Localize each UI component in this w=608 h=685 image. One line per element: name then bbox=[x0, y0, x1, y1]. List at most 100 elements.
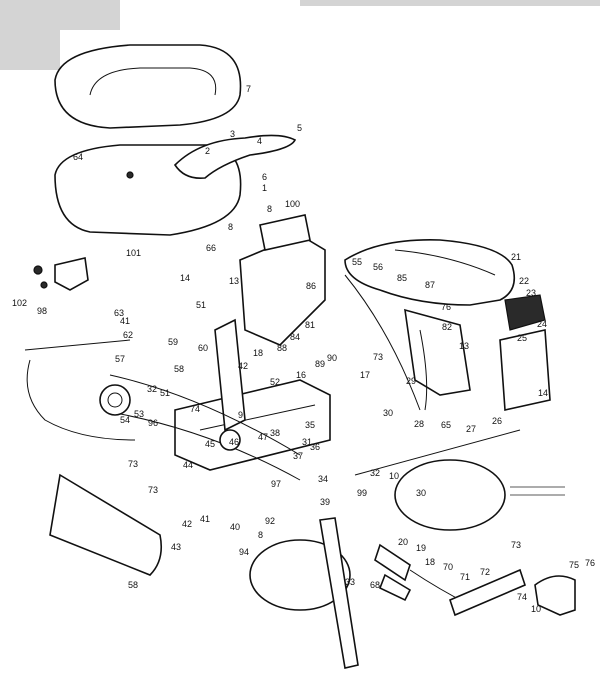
seat-spring bbox=[173, 134, 297, 180]
callout-label: 43 bbox=[171, 542, 181, 552]
callout-label: 73 bbox=[511, 540, 521, 550]
callout-label: 100 bbox=[285, 199, 300, 209]
callout-label: 18 bbox=[253, 348, 263, 358]
callout-label: 14 bbox=[180, 273, 190, 283]
callout-label: 76 bbox=[585, 558, 595, 568]
callout-label: 70 bbox=[443, 562, 453, 572]
callout-label: 38 bbox=[270, 428, 280, 438]
callout-label: 44 bbox=[183, 460, 193, 470]
callout-label: 88 bbox=[277, 343, 287, 353]
seat-bracket bbox=[33, 257, 89, 291]
callout-label: 35 bbox=[305, 420, 315, 430]
drive-belt bbox=[99, 374, 301, 481]
callout-label: 42 bbox=[238, 361, 248, 371]
callout-label: 68 bbox=[370, 580, 380, 590]
frame bbox=[174, 274, 428, 471]
callout-label: 31 bbox=[302, 437, 312, 447]
callout-label: 41 bbox=[200, 514, 210, 524]
callout-label: 84 bbox=[290, 332, 300, 342]
callout-label: 51 bbox=[160, 388, 170, 398]
callout-label: 45 bbox=[205, 439, 215, 449]
callout-label: 23 bbox=[526, 288, 536, 298]
callout-label: 42 bbox=[182, 519, 192, 529]
callout-label: 1 bbox=[262, 183, 267, 193]
reference-lines bbox=[510, 486, 565, 496]
callout-label: 21 bbox=[511, 252, 521, 262]
callout-label: 47 bbox=[258, 432, 268, 442]
callout-label: 52 bbox=[270, 377, 280, 387]
callout-label: 30 bbox=[383, 408, 393, 418]
callout-label: 32 bbox=[370, 468, 380, 478]
callout-label: 101 bbox=[126, 248, 141, 258]
callout-label: 86 bbox=[306, 281, 316, 291]
seat-cushion bbox=[54, 44, 242, 129]
callout-label: 97 bbox=[271, 479, 281, 489]
callout-label: 9 bbox=[238, 410, 243, 420]
callout-label: 8 bbox=[258, 530, 263, 540]
callout-label: 8 bbox=[267, 204, 272, 214]
callout-label: 56 bbox=[373, 262, 383, 272]
callout-label: 73 bbox=[373, 352, 383, 362]
callout-label: 4 bbox=[257, 136, 262, 146]
callout-label: 37 bbox=[293, 451, 303, 461]
callout-label: 2 bbox=[205, 146, 210, 156]
callout-label: 13 bbox=[229, 276, 239, 286]
callout-label: 30 bbox=[416, 488, 426, 498]
callout-label: 7 bbox=[246, 84, 251, 94]
callout-label: 17 bbox=[360, 370, 370, 380]
callout-label: 71 bbox=[460, 572, 470, 582]
callout-label: 14 bbox=[538, 388, 548, 398]
callout-label: 72 bbox=[480, 567, 490, 577]
side-panel bbox=[404, 294, 551, 411]
deck-shield bbox=[49, 473, 163, 576]
callout-label: 92 bbox=[265, 516, 275, 526]
callout-label: 75 bbox=[569, 560, 579, 570]
callout-label: 24 bbox=[537, 319, 547, 329]
callout-label: 39 bbox=[320, 497, 330, 507]
callout-label: 8 bbox=[228, 222, 233, 232]
callout-label: 18 bbox=[425, 557, 435, 567]
callout-label: 57 bbox=[115, 354, 125, 364]
callout-label: 28 bbox=[414, 419, 424, 429]
callout-label: 19 bbox=[416, 543, 426, 553]
callout-label: 58 bbox=[128, 580, 138, 590]
callout-label: 29 bbox=[406, 376, 416, 386]
callout-label: 81 bbox=[305, 320, 315, 330]
callout-label: 36 bbox=[310, 442, 320, 452]
axle-rod bbox=[354, 429, 521, 476]
rear-wheel bbox=[394, 459, 506, 531]
callout-label: 96 bbox=[148, 418, 158, 428]
callout-label: 74 bbox=[517, 592, 527, 602]
callout-label: 41 bbox=[120, 316, 130, 326]
pedal-linkage bbox=[374, 543, 576, 617]
callout-label: 10 bbox=[389, 471, 399, 481]
callout-label: 10 bbox=[531, 604, 541, 614]
front-wheel bbox=[249, 539, 351, 611]
callout-label: 62 bbox=[123, 330, 133, 340]
callout-label: 27 bbox=[466, 424, 476, 434]
steering-shaft bbox=[319, 517, 359, 669]
callout-label: 54 bbox=[120, 415, 130, 425]
callout-label: 85 bbox=[397, 273, 407, 283]
callout-label: 16 bbox=[296, 370, 306, 380]
callout-label: 25 bbox=[517, 333, 527, 343]
callout-label: 73 bbox=[148, 485, 158, 495]
callout-label: 55 bbox=[352, 257, 362, 267]
callout-label: 46 bbox=[229, 437, 239, 447]
callout-label: 99 bbox=[357, 488, 367, 498]
callout-label: 60 bbox=[198, 343, 208, 353]
callout-label: 13 bbox=[459, 341, 469, 351]
callout-label: 76 bbox=[441, 302, 451, 312]
mower-deck bbox=[24, 339, 136, 441]
callout-label: 58 bbox=[174, 364, 184, 374]
callout-label: 32 bbox=[147, 384, 157, 394]
callout-label: 73 bbox=[128, 459, 138, 469]
callout-label: 51 bbox=[196, 300, 206, 310]
callout-label: 65 bbox=[441, 420, 451, 430]
callout-label: 64 bbox=[73, 152, 83, 162]
callout-label: 90 bbox=[327, 353, 337, 363]
hood bbox=[344, 239, 516, 306]
callout-label: 94 bbox=[239, 547, 249, 557]
